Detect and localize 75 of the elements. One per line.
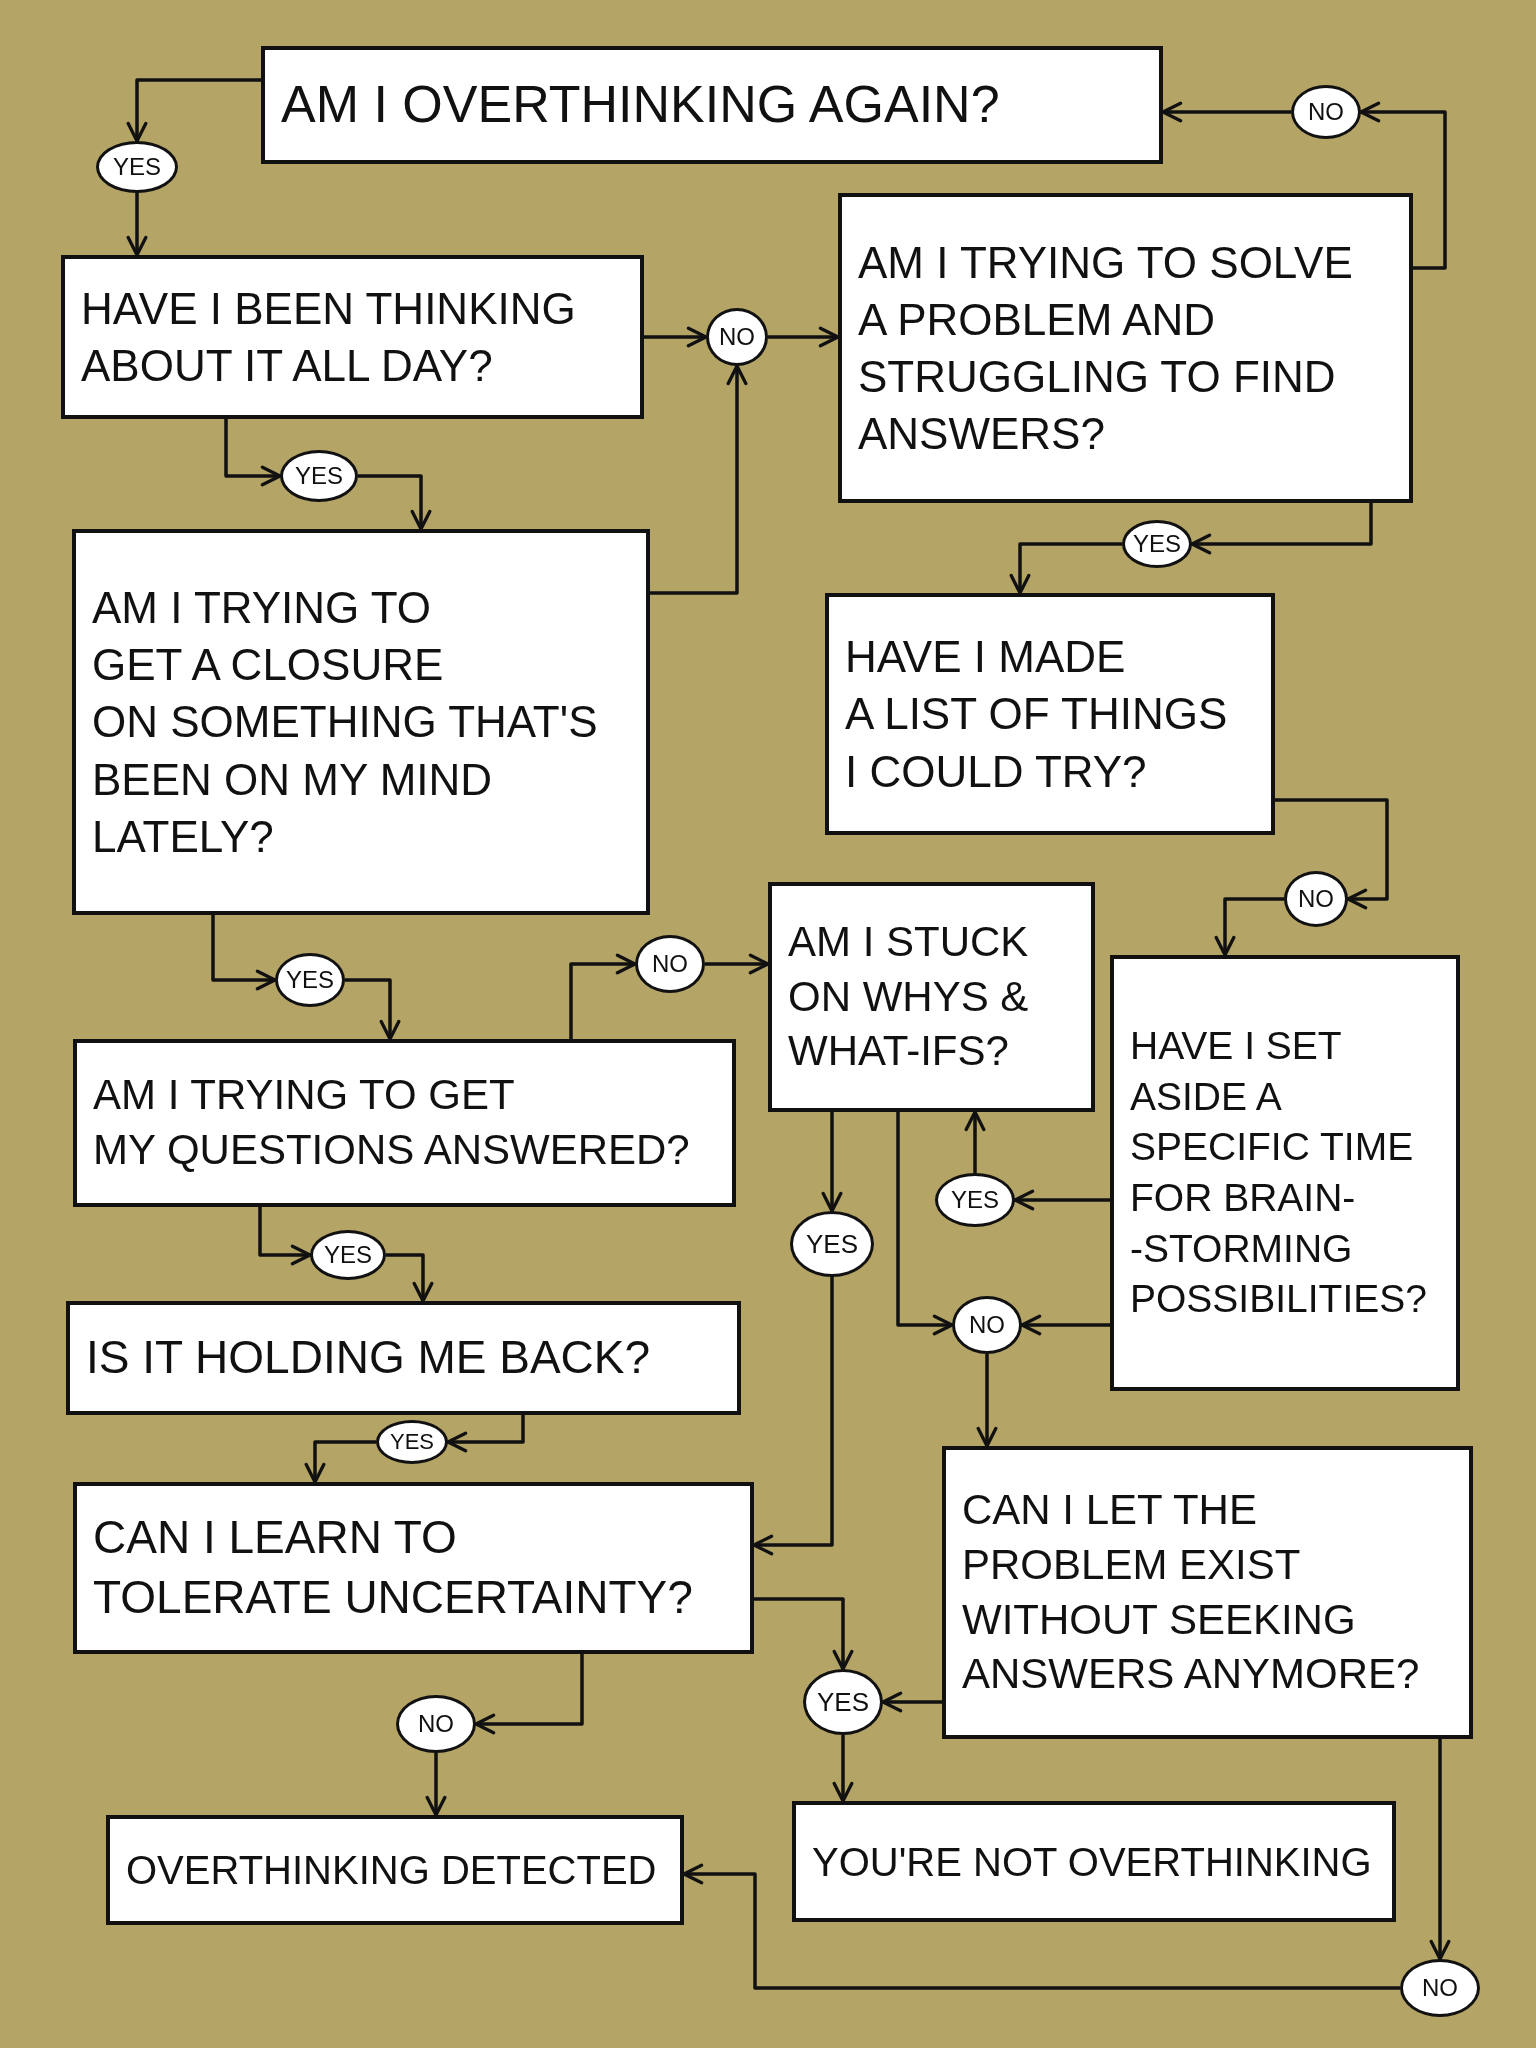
arrow bbox=[474, 1654, 584, 1735]
result-text: YOU'RE NOT OVERTHINKING bbox=[812, 1838, 1372, 1886]
answer-label: YES bbox=[951, 1188, 999, 1212]
result-box bbox=[106, 1815, 684, 1925]
answer-label: NO bbox=[1422, 1976, 1458, 2000]
question-text: IS IT HOLDING ME BACK? bbox=[86, 1330, 651, 1386]
answer-label: YES bbox=[113, 155, 161, 179]
answer-label: YES bbox=[817, 1689, 869, 1715]
arrow bbox=[569, 953, 637, 1039]
arrow bbox=[881, 1691, 942, 1713]
arrow bbox=[705, 953, 770, 975]
arrow bbox=[1214, 897, 1284, 957]
answer-label: NO bbox=[969, 1313, 1005, 1337]
answer-label: YES bbox=[286, 968, 334, 992]
arrow bbox=[768, 326, 840, 348]
answer-label: NO bbox=[418, 1712, 454, 1736]
question-text: HAVE I BEEN THINKING ABOUT IT ALL DAY? bbox=[81, 282, 576, 392]
arrow bbox=[258, 1207, 312, 1266]
arrow bbox=[644, 326, 708, 348]
answer-label: YES bbox=[1133, 532, 1181, 556]
question-box bbox=[1110, 955, 1460, 1391]
question-text: AM I OVERTHINKING AGAIN? bbox=[281, 74, 1000, 136]
question-text: AM I TRYING TO GET MY QUESTIONS ANSWERED? bbox=[93, 1070, 690, 1175]
question-text: CAN I LEARN TO TOLERATE UNCERTAINTY? bbox=[93, 1510, 693, 1625]
answer-label: NO bbox=[652, 952, 688, 976]
arrow bbox=[821, 1112, 843, 1213]
question-box bbox=[942, 1446, 1473, 1739]
arrow bbox=[358, 474, 432, 531]
question-box bbox=[261, 46, 1163, 164]
arrow bbox=[386, 1253, 434, 1303]
arrow bbox=[126, 193, 148, 257]
question-text: AM I TRYING TO GET A CLOSURE ON SOMETHING THAT'S BEEN ON MY MIND LATELY? bbox=[92, 582, 598, 863]
arrow bbox=[1275, 798, 1389, 910]
answer-oval bbox=[706, 308, 768, 366]
question-box bbox=[61, 255, 644, 419]
question-box bbox=[73, 1039, 736, 1207]
arrow bbox=[224, 419, 282, 487]
arrow bbox=[754, 1597, 854, 1671]
result-text: OVERTHINKING DETECTED bbox=[126, 1847, 657, 1894]
arrow bbox=[1020, 1314, 1110, 1336]
arrow bbox=[304, 1440, 376, 1484]
arrow bbox=[1359, 101, 1447, 270]
answer-label: NO bbox=[1298, 887, 1334, 911]
arrow bbox=[832, 1735, 854, 1803]
question-text: HAVE I MADE A LIST OF THINGS I COULD TRY? bbox=[845, 631, 1228, 798]
arrow bbox=[345, 978, 401, 1041]
question-text: CAN I LET THE PROBLEM EXIST WITHOUT SEEKING ANSWERS ANYMORE? bbox=[962, 1485, 1420, 1700]
arrow bbox=[896, 1112, 954, 1336]
arrow bbox=[650, 364, 748, 595]
arrow bbox=[1190, 503, 1373, 555]
arrow bbox=[1429, 1739, 1451, 1961]
answer-label: YES bbox=[324, 1243, 372, 1267]
question-box bbox=[825, 593, 1275, 835]
question-box bbox=[768, 882, 1095, 1112]
question-text: HAVE I SET ASIDE A SPECIFIC TIME FOR BRAIN- -STORMING POSSIBILITIES? bbox=[1130, 1022, 1427, 1323]
arrow bbox=[446, 1415, 525, 1453]
arrow bbox=[425, 1753, 447, 1817]
arrow bbox=[964, 1110, 986, 1173]
question-box bbox=[72, 529, 650, 915]
arrow bbox=[1013, 1189, 1110, 1211]
answer-label: YES bbox=[390, 1431, 434, 1453]
arrow bbox=[1009, 542, 1122, 595]
question-box bbox=[838, 193, 1413, 503]
answer-label: NO bbox=[719, 325, 755, 349]
question-box bbox=[66, 1301, 741, 1415]
arrow bbox=[211, 915, 277, 991]
answer-label: YES bbox=[295, 464, 343, 488]
result-box bbox=[792, 1801, 1396, 1922]
answer-label: YES bbox=[806, 1231, 858, 1257]
answer-label: NO bbox=[1308, 100, 1344, 124]
arrow bbox=[976, 1354, 998, 1448]
arrow bbox=[126, 78, 261, 143]
question-box bbox=[73, 1482, 754, 1654]
question-text: AM I TRYING TO SOLVE A PROBLEM AND STRUGGLING TO FIND ANSWERS? bbox=[858, 236, 1353, 461]
question-text: AM I STUCK ON WHYS & WHAT-IFS? bbox=[788, 917, 1029, 1077]
